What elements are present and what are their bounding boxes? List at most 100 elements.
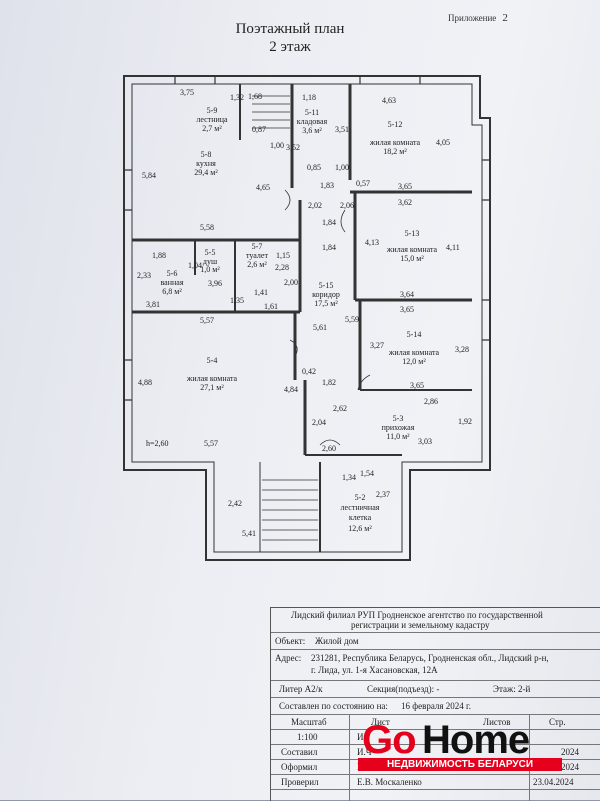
address-label: Адрес:: [275, 653, 302, 663]
dim-label: 0,85: [307, 163, 321, 172]
room-area: 15,0 м²: [400, 254, 424, 263]
dim-label: 1,00: [270, 141, 284, 150]
room-area: 6,8 м²: [162, 287, 182, 296]
room-area: 11,0 м²: [386, 432, 410, 441]
title-line-2: 2 этаж: [269, 39, 311, 55]
compiled-label: Составлен по состоянию на:: [279, 701, 388, 711]
room-area: 29,4 м²: [194, 168, 218, 177]
scale-value-row: 1:100 И.: [271, 730, 600, 745]
dim-label: 1,92: [458, 417, 472, 426]
dim-label: 1,00: [335, 163, 349, 172]
room-5-12: 5-12 жилая комната 18,2 м²: [369, 120, 421, 156]
dim-label: 0,42: [302, 367, 316, 376]
room-name: жилая комната: [386, 245, 438, 254]
room-labels: 5-9 лестница 2,7 м² 5-11 кладовая 3,6 м²…: [160, 106, 439, 533]
dim-label: 2,33: [137, 271, 151, 280]
dim-label: 1,34: [342, 473, 356, 482]
dim-label: 5,58: [200, 223, 214, 232]
dim-label: 5,84: [142, 171, 156, 180]
page-label: Стр.: [549, 717, 566, 727]
room-5-2: 5-2 лестничная клетка 12,6 м²: [341, 493, 380, 533]
room-5-9: 5-9 лестница 2,7 м²: [196, 106, 228, 133]
title-block: Лидский филиал РУП Гродненское агентство…: [270, 607, 600, 801]
logo-tagline: НЕДВИЖИМОСТЬ БЕЛАРУСИ: [358, 758, 562, 771]
address-line-1: 231281, Республика Беларусь, Гродненская…: [311, 653, 549, 663]
room-area: 18,2 м²: [383, 147, 407, 156]
floor-value: 2-й: [517, 684, 531, 694]
object-row: Объект: Жилой дом: [271, 633, 600, 650]
dim-label: 2,00: [284, 278, 298, 287]
room-5-8: 5-8 кухня 29,4 м²: [194, 150, 218, 177]
litera-label: Литер: [279, 684, 303, 694]
room-name: кухня: [196, 159, 216, 168]
room-name: жилая комната: [369, 138, 421, 147]
plan-walls: [123, 75, 491, 561]
room-name: душ: [203, 257, 218, 266]
room-5-5: 5-5 душ 1,0 м²: [200, 248, 220, 274]
dim-label: 2,28: [275, 263, 289, 272]
dim-label: 1,84: [322, 218, 336, 227]
dim-label: 3,81: [146, 300, 160, 309]
dim-label: 5,57: [204, 439, 218, 448]
dim-label: 3,28: [455, 345, 469, 354]
dim-label: 1,88: [152, 251, 166, 260]
room-code: 5-5: [205, 248, 216, 257]
room-name: жилая комната: [186, 374, 238, 383]
designed-label: Оформил: [281, 762, 318, 772]
dim-label: 1,84: [322, 243, 336, 252]
dim-label: 3,75: [180, 88, 194, 97]
dim-label: 4,65: [256, 183, 270, 192]
room-code: 5-6: [167, 269, 178, 278]
date-fragment: 2024: [561, 762, 579, 772]
room-area: 17,5 м²: [314, 299, 338, 308]
scale-header-row: Масштаб Лист Листов Стр.: [271, 715, 600, 730]
room-code: 5-14: [407, 330, 422, 339]
room-area: 12,6 м²: [348, 524, 372, 533]
composed-label: Составил: [281, 747, 318, 757]
checked-label: Проверил: [281, 777, 319, 787]
dim-label: 2,60: [322, 444, 336, 453]
dim-label: 3,65: [410, 381, 424, 390]
room-5-3: 5-3 прихожая 11,0 м²: [382, 414, 415, 441]
appendix-number: 2: [502, 12, 508, 24]
dim-label: 5,57: [200, 316, 214, 325]
dim-label: 2,02: [308, 201, 322, 210]
dim-label: 2,86: [424, 397, 438, 406]
dim-label: 4,05: [436, 138, 450, 147]
dim-label: 3,65: [398, 182, 412, 191]
dimension-labels: 3,75 1,32 1,68 1,18 4,63 0,87 3,52 3,51 …: [137, 88, 472, 538]
dim-label: 3,65: [400, 305, 414, 314]
dim-label: 3,64: [400, 290, 414, 299]
sheet-label: Лист: [371, 717, 390, 727]
section-value: -: [436, 684, 440, 694]
room-5-14: 5-14 жилая комната 12,0 м²: [388, 330, 440, 366]
room-area: 27,1 м²: [200, 383, 224, 392]
room-code: 5-12: [388, 120, 403, 129]
dim-label: 5,61: [313, 323, 327, 332]
object-label: Объект:: [275, 636, 306, 646]
room-name: коридор: [312, 290, 340, 299]
room-name: кладовая: [297, 117, 328, 126]
dim-label: 4,84: [284, 385, 298, 394]
dim-label: 3,27: [370, 341, 384, 350]
dim-label: 1,35: [230, 296, 244, 305]
title-line-1: Поэтажный план: [235, 21, 345, 37]
dim-label: 0,87: [252, 125, 266, 134]
checked-row: Проверил Е.В. Москаленко 23.04.2024: [271, 775, 600, 790]
dim-label: 4,11: [446, 243, 460, 252]
room-code: 5-9: [207, 106, 218, 115]
room-name: ванная: [160, 278, 183, 287]
dim-label: 1,54: [360, 469, 374, 478]
room-name: жилая комната: [388, 348, 440, 357]
dim-label: 2,62: [333, 404, 347, 413]
room-area: 2,6 м²: [247, 260, 267, 269]
dim-label: 2,04: [312, 418, 326, 427]
dim-label: 5,59: [345, 315, 359, 324]
room-name: лестничная: [341, 503, 380, 512]
dim-label: 5,41: [242, 529, 256, 538]
dim-label: 3,96: [208, 279, 222, 288]
dim-label: 3,51: [335, 125, 349, 134]
dim-label: 1,41: [254, 288, 268, 297]
date-fragment: 2024: [561, 747, 579, 757]
